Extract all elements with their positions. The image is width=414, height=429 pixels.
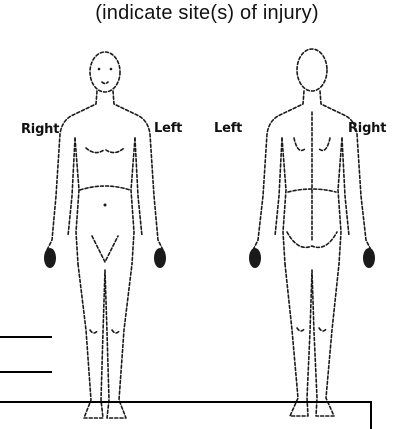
front-knee-lines	[90, 330, 120, 333]
front-waist-line	[80, 186, 130, 190]
back-legs-outline	[285, 264, 339, 416]
front-legs-outline	[78, 264, 132, 418]
front-head-outline	[90, 52, 120, 92]
front-left-hand	[154, 248, 166, 268]
back-left-hand	[249, 248, 261, 268]
front-chest-lines	[86, 148, 124, 153]
form-box-top-border	[0, 401, 371, 403]
back-knee-lines	[297, 328, 327, 331]
front-torso-sides	[75, 138, 135, 264]
form-box-right-border	[370, 401, 372, 429]
front-body-figure[interactable]	[46, 52, 164, 418]
blank-line-2[interactable]	[0, 371, 52, 373]
front-right-hand	[44, 248, 56, 268]
front-groin-outline	[92, 236, 118, 262]
back-body-figure[interactable]	[252, 49, 372, 416]
front-shoulders-arms-outer	[46, 91, 164, 252]
blank-line-1[interactable]	[0, 336, 52, 338]
front-face-outline	[102, 82, 108, 84]
back-head-outline	[297, 49, 327, 91]
back-right-hand	[363, 248, 375, 268]
